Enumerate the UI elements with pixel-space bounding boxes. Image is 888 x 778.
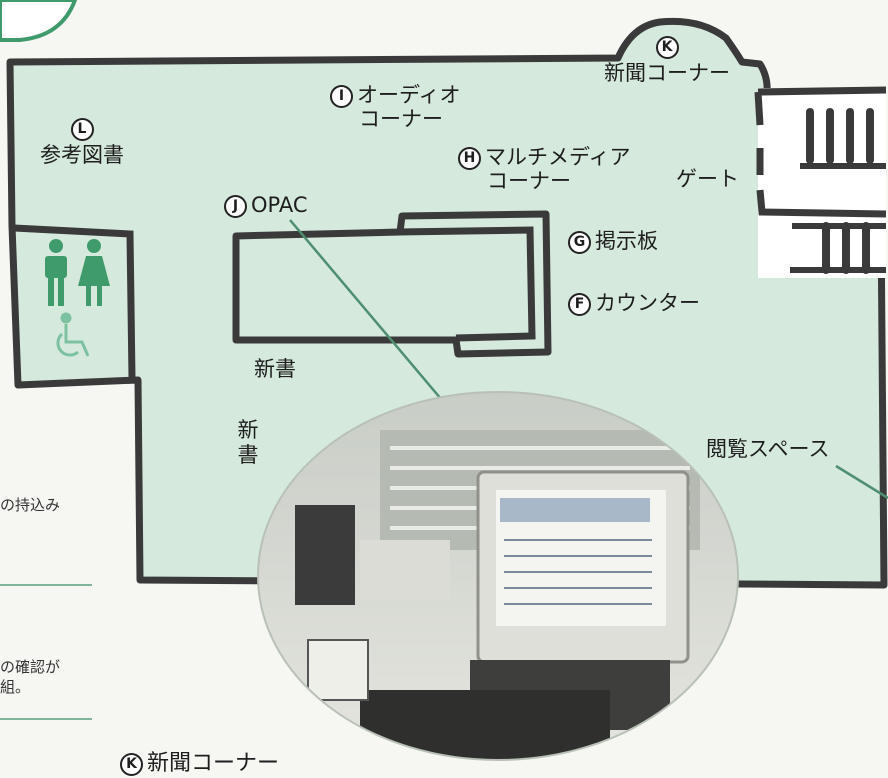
side-text-1: の持込み [0,496,61,514]
restroom-wall [10,224,136,382]
side-rule-2 [0,718,92,720]
new-books-v-char2: 書 [237,443,259,467]
label-K-badge: K [655,36,679,59]
side-text-3: 組。 [0,678,31,696]
audio-corner-line1: オーディオ [357,83,461,107]
opac-text: OPAC [251,193,308,217]
corner-badge [0,0,78,42]
label-G-badge: G [568,230,591,254]
restroom-icon [45,239,110,306]
caption-K-badge: K [120,752,143,776]
reading-leader-line [835,464,888,500]
new-books-v-char1: 新 [237,418,259,442]
audio-corner-line2: コーナー [359,106,443,131]
counter-island [232,210,552,358]
opac-leader-line [289,219,453,413]
bulletin-board-text: 掲示板 [595,229,658,253]
label-new-books-horizontal: 新書 [254,357,296,381]
label-new-books-vertical: 新 書 [236,418,260,468]
opac-photo [258,392,738,760]
multimedia-line2: コーナー [487,168,571,193]
label-J-badge: J [224,194,247,218]
label-I-badge: I [330,84,353,108]
side-text-2: の確認が [0,658,61,676]
gate-turnstiles [806,108,874,274]
side-rule-1 [0,584,92,586]
reference-books-text: 参考図書 [40,143,124,167]
multimedia-line1: マルチメディア [485,145,631,169]
counter-text: カウンター [595,291,700,315]
newspaper-corner-text: 新聞コーナー [604,61,730,85]
label-F-badge: F [568,292,591,316]
label-newspaper-corner: K 新聞コーナー [604,36,730,85]
label-reading-space: 閲覧スペース [706,437,830,461]
label-H-badge: H [458,146,481,170]
wheelchair-icon [56,312,90,357]
caption-text: 新聞コーナー [147,751,280,776]
label-L-badge: L [70,118,94,141]
label-reference-books: L 参考図書 [40,118,124,167]
label-gate: ゲート [676,167,739,191]
